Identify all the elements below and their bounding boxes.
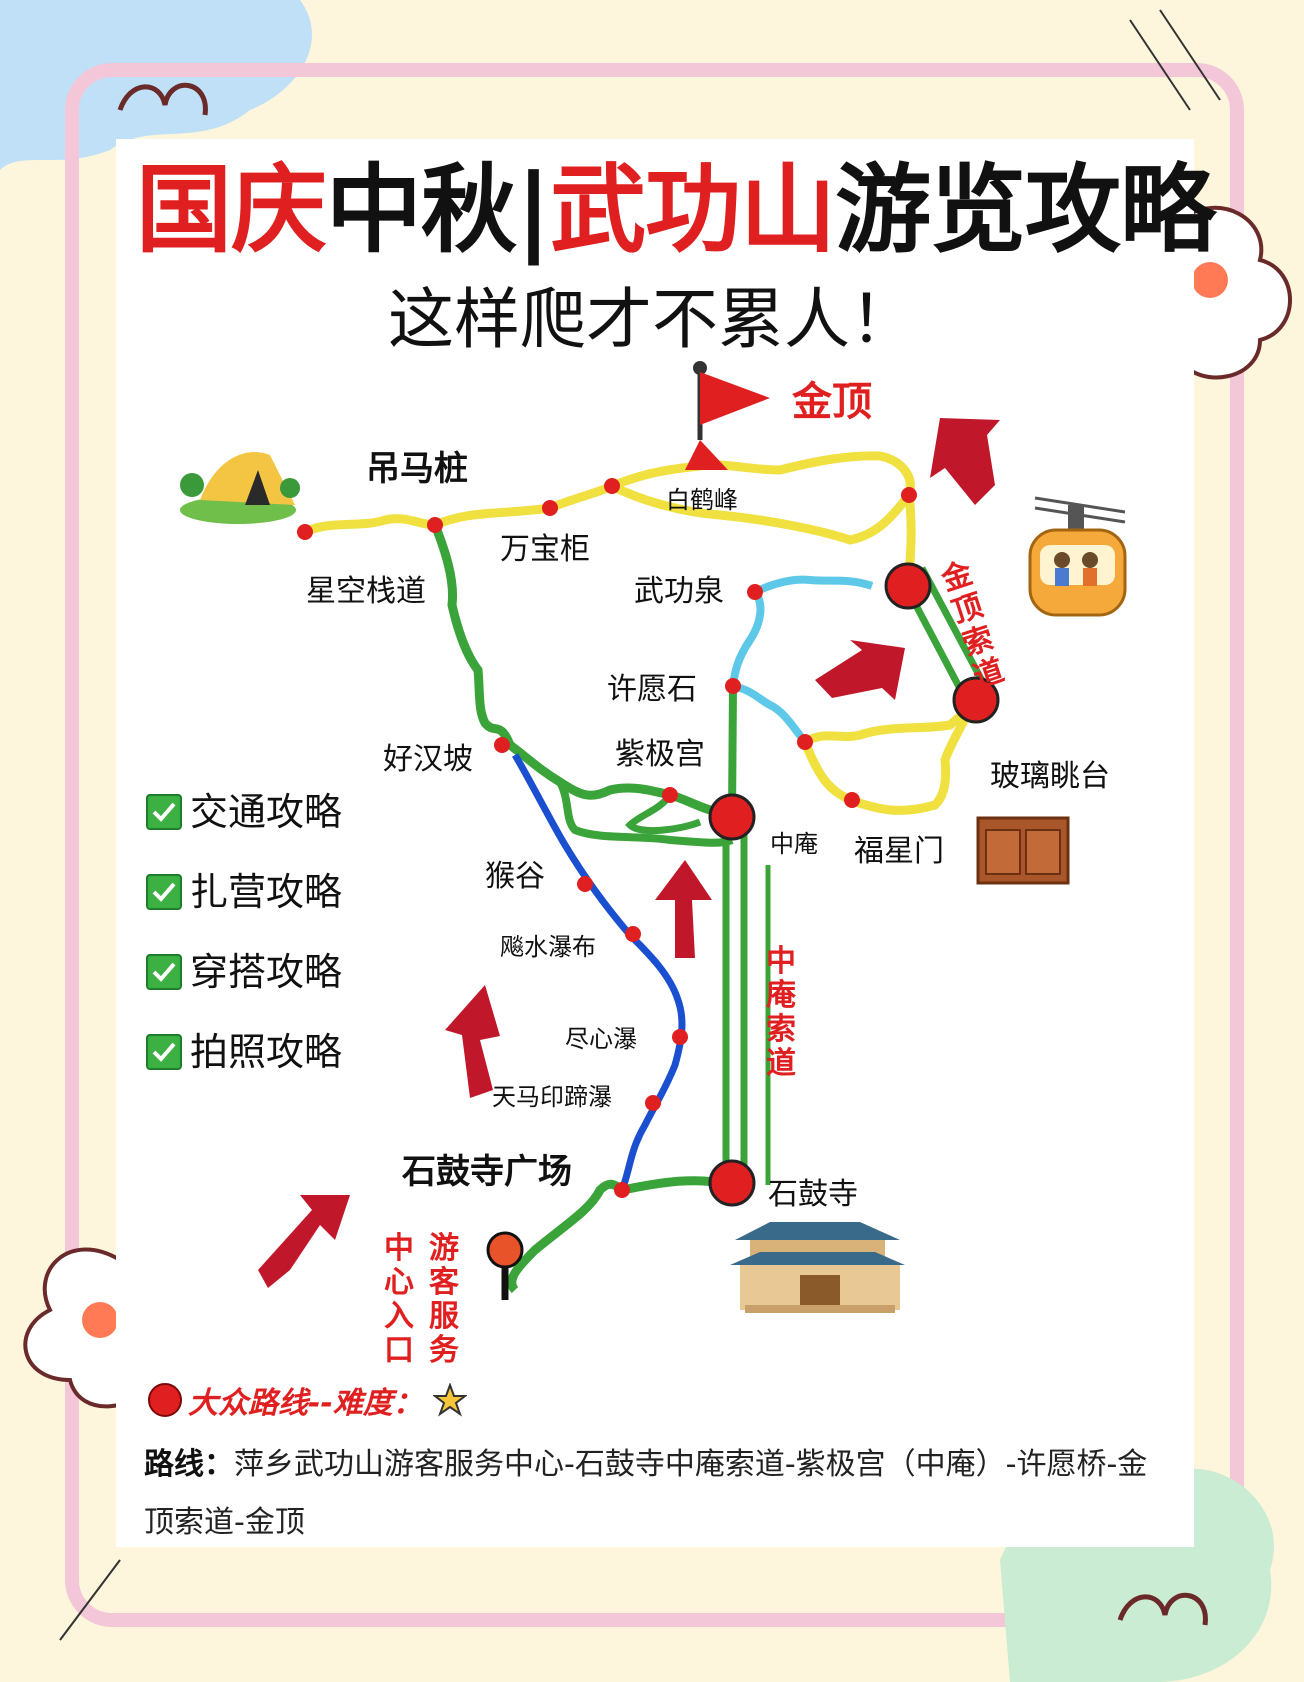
red-dot-icon [148,1383,182,1417]
temple-icon [730,1222,905,1313]
checkmark-icon [146,794,182,830]
blue-trail [511,753,686,1192]
summit-flag-icon [685,361,770,470]
guide-list: 交通攻略 扎营攻略 穿搭攻略 拍照攻略 [146,792,342,1112]
route-label: 路线： [144,1447,234,1482]
checkmark-icon [146,1034,182,1070]
guide-item[interactable]: 穿搭攻略 [146,952,342,992]
waypoint-dots [297,478,917,1198]
route-text: 萍乡武功山游客服务中心-石鼓寺中庵索道-紫极宫（中庵）-许愿桥-金顶索道-金顶 [144,1447,1148,1540]
guide-label: 交通攻略 [190,790,343,834]
guide-label: 扎营攻略 [190,870,343,914]
zhongan-cableway-label: 中庵索道 [766,944,796,1081]
lightblue-trail-mid [729,589,765,687]
direction-arrows [258,418,1000,1288]
jinding-cable-2 [918,566,992,694]
route-description: 路线：萍乡武功山游客服务中心-石鼓寺中庵索道-紫极宫（中庵）-许愿桥-金顶索道-… [144,1436,1174,1552]
place-wanbaogui: 万宝柜 [500,532,590,567]
green-trail-loop2 [625,792,702,834]
green-trail-loop [556,780,734,847]
place-bolitiaotai: 玻璃眺台 [990,759,1110,794]
lightblue-trail-upper [753,575,874,596]
star-icon [432,1383,467,1417]
title-part-1: 国庆 [136,154,327,266]
place-haohanpo: 好汉坡 [383,742,473,777]
green-trail-bottom [507,1176,734,1294]
place-fuxingmen: 福星门 [854,834,944,869]
lightblue-trail-lower [732,682,809,745]
cable-car-icon [1028,496,1127,617]
place-xuyuanshi: 许愿石 [607,672,697,707]
place-jinxin: 尽心瀑 [565,1025,637,1053]
guide-label: 穿搭攻略 [190,950,343,994]
place-shigusi-square: 石鼓寺广场 [402,1152,572,1192]
route-legend: 大众路线--难度： [148,1378,467,1422]
title-part-4: 游览攻略 [835,154,1216,266]
checkmark-icon [146,874,182,910]
green-cable-zhongan-to-xuyuan [728,685,737,816]
visitor-center-label-2: 中心入口 [384,1231,414,1368]
visitor-center-label-1: 游客服务 [429,1231,459,1368]
yellow-trail-loop [609,481,916,586]
visitor-center-pin-icon [486,1231,524,1300]
cabinet-icon [976,816,1070,885]
guide-item[interactable]: 拍照攻略 [146,1032,342,1072]
title-part-2: 中秋| [326,154,551,266]
place-zijigong: 紫极宫 [615,737,705,772]
checkmark-icon [146,954,182,990]
place-baihefeng: 白鹤峰 [666,486,738,514]
place-sashui: 飚水瀑布 [500,933,596,961]
page-subtitle: 这样爬才不累人！ [388,281,916,358]
title-part-3: 武功山 [550,154,836,266]
place-xingkong: 星空栈道 [306,574,426,609]
guide-label: 拍照攻略 [190,1030,343,1074]
place-hougu: 猴谷 [485,859,545,894]
station-dots [708,562,1000,1207]
place-tianma: 天马印蹄瀑 [492,1083,612,1111]
guide-item[interactable]: 交通攻略 [146,792,342,832]
page-title: 国庆中秋|武功山游览攻略 [136,150,1216,270]
tent-icon [180,452,300,524]
yellow-trail-glass [799,697,979,815]
place-diaomazhuang: 吊马桩 [366,449,468,489]
legend-text: 大众路线--难度： [188,1386,423,1421]
summit-label: 金顶 [792,379,872,425]
guide-item[interactable]: 扎营攻略 [146,872,342,912]
place-wugongquan: 武功泉 [634,574,724,609]
place-shigusi: 石鼓寺 [768,1177,858,1212]
place-zhongan: 中庵 [770,830,818,858]
